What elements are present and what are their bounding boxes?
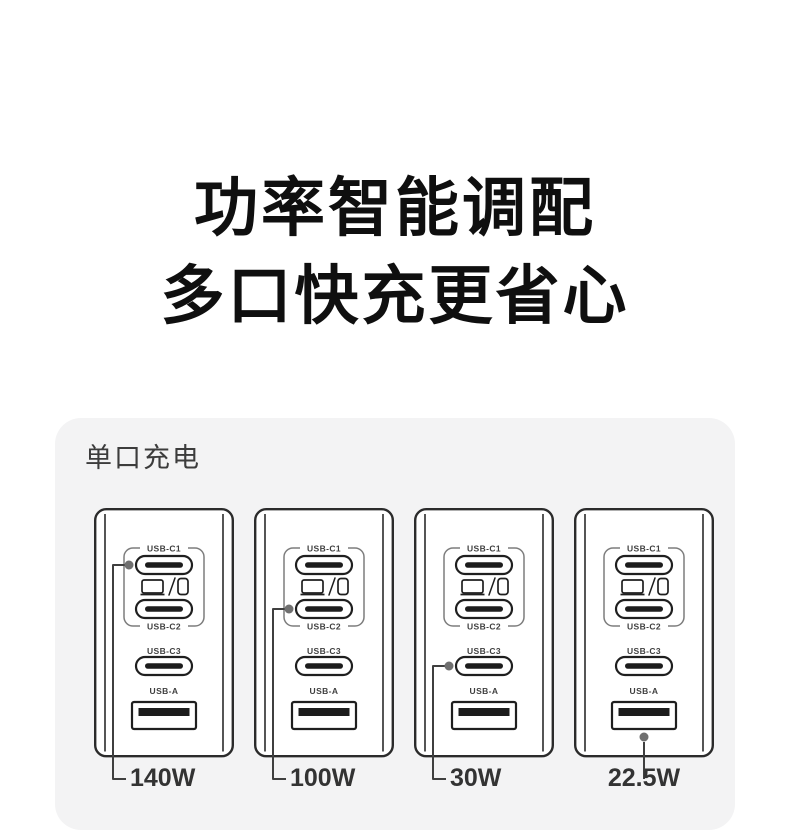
page-title-line2: 多口快充更省心 — [160, 260, 630, 332]
watt-label: 22.5W — [607, 764, 681, 792]
usb-c3-port-pin — [465, 663, 503, 669]
usb-c3-port-pin — [145, 663, 183, 669]
watt-label: 30W — [450, 764, 502, 792]
label-backing — [620, 542, 668, 554]
usb-c3-port-pin — [305, 663, 343, 669]
label-backing — [300, 542, 348, 554]
single-port-charging-card: 单口充电 USB-C1 USB-C2 USB-C3 USB-A — [55, 418, 735, 830]
label-backing — [620, 620, 668, 633]
usb-a-pin — [618, 708, 670, 716]
usb-c1-port-pin — [465, 562, 503, 568]
usb-a-label: USB-A — [470, 686, 499, 696]
watt-label: 100W — [290, 764, 356, 792]
charger-usb-a: USB-C1 USB-C2 USB-C3 USB-A 22.5W — [564, 508, 724, 808]
usb-a-label: USB-A — [150, 686, 179, 696]
charger-body — [413, 508, 555, 758]
usb-c1-port-pin — [305, 562, 343, 568]
callout-line — [432, 665, 449, 780]
label-backing — [460, 620, 508, 633]
usb-c1-port-pin — [625, 562, 663, 568]
usb-c2-label: USB-C2 — [467, 622, 501, 632]
callout-dot — [639, 732, 649, 742]
card-title: 单口充电 — [85, 443, 201, 473]
laptop-phone-icon — [140, 577, 189, 596]
charger-illustration: USB-C1 USB-C2 USB-C3 USB-A — [573, 508, 715, 779]
label-backing — [300, 620, 348, 633]
usb-a-pin — [138, 708, 190, 716]
laptop-phone-icon — [300, 577, 349, 596]
charger-usb-c1: USB-C1 USB-C2 USB-C3 USB-A 140W — [84, 508, 244, 808]
chargers-row: USB-C1 USB-C2 USB-C3 USB-A 140W — [84, 508, 724, 808]
label-backing — [460, 542, 508, 554]
usb-c1-label: USB-C1 — [467, 544, 501, 554]
usb-c2-label: USB-C2 — [627, 622, 661, 632]
page-title-line1: 功率智能调配 — [194, 172, 596, 244]
usb-c1-label: USB-C1 — [307, 544, 341, 554]
charger-body — [253, 508, 395, 758]
usb-c2-port-pin — [625, 606, 663, 612]
laptop-phone-icon — [460, 577, 509, 596]
callout-dot — [284, 604, 294, 614]
usb-c3-label: USB-C3 — [147, 646, 181, 656]
callout-line — [112, 564, 129, 780]
charger-illustration: USB-C1 USB-C2 USB-C3 USB-A — [413, 508, 555, 780]
callout-dot — [124, 560, 134, 570]
laptop-phone-icon — [620, 577, 669, 596]
usb-c2-label: USB-C2 — [307, 622, 341, 632]
usb-c2-port-pin — [305, 606, 343, 612]
usb-c1-port-pin — [145, 562, 183, 568]
usb-c3-label: USB-C3 — [467, 646, 501, 656]
usb-c2-label: USB-C2 — [147, 622, 181, 632]
usb-c2-port-pin — [465, 606, 503, 612]
charger-illustration: USB-C1 USB-C2 USB-C3 USB-A — [253, 508, 395, 780]
charger-body — [93, 508, 235, 758]
usb-c2-port-pin — [145, 606, 183, 612]
label-backing — [140, 620, 188, 633]
watt-label: 140W — [130, 764, 196, 792]
usb-a-pin — [458, 708, 510, 716]
charger-illustration: USB-C1 USB-C2 USB-C3 USB-A — [93, 508, 235, 780]
usb-c3-port-pin — [625, 663, 663, 669]
label-backing — [140, 542, 188, 554]
usb-a-label: USB-A — [310, 686, 339, 696]
callout-dot — [444, 661, 454, 671]
usb-a-pin — [298, 708, 350, 716]
usb-a-label: USB-A — [630, 686, 659, 696]
usb-c1-label: USB-C1 — [627, 544, 661, 554]
charger-usb-c2: USB-C1 USB-C2 USB-C3 USB-A 100W — [244, 508, 404, 808]
charger-usb-c3: USB-C1 USB-C2 USB-C3 USB-A 30W — [404, 508, 564, 808]
usb-c3-label: USB-C3 — [307, 646, 341, 656]
usb-c1-label: USB-C1 — [147, 544, 181, 554]
callout-line — [272, 608, 289, 780]
usb-c3-label: USB-C3 — [627, 646, 661, 656]
